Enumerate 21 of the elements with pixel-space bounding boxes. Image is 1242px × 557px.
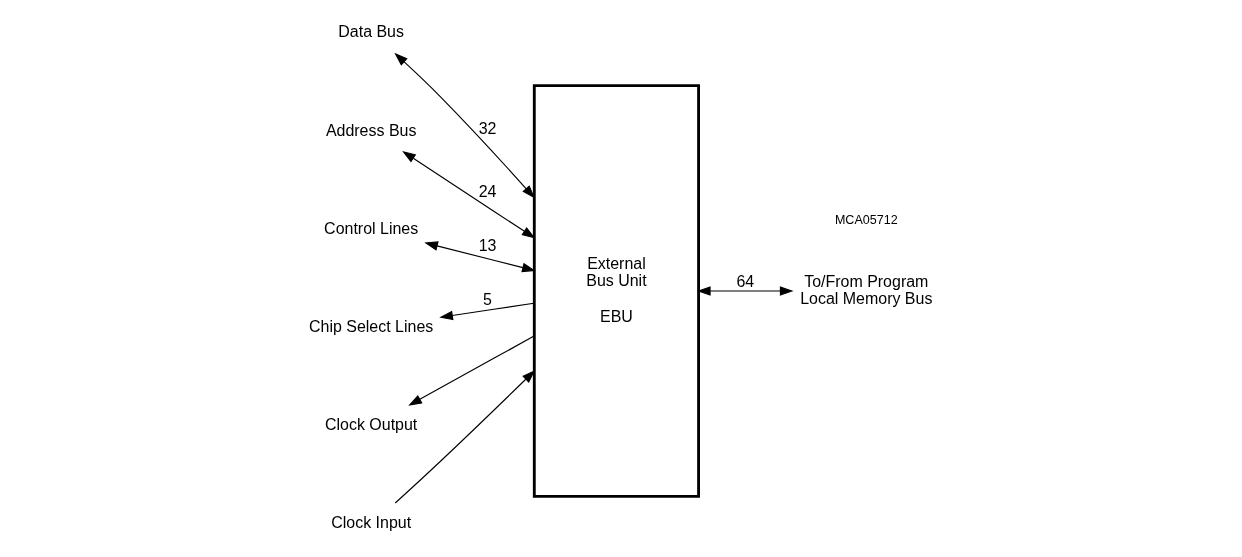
node-text: Control Lines	[324, 219, 419, 237]
arrow	[696, 286, 794, 296]
node-text: Clock Output	[325, 415, 418, 433]
edge-label: 13	[478, 237, 497, 255]
edge-label: 5	[483, 290, 492, 308]
edge-label: 32	[478, 119, 497, 137]
arrow	[439, 302, 535, 321]
node-text: Clock Input	[331, 514, 412, 531]
arrow	[394, 52, 536, 199]
node-text: Chip Select Lines	[309, 317, 434, 335]
edge-label: 24	[478, 182, 497, 200]
node-box: External Bus Unit EBU	[532, 84, 700, 498]
edge-label: 64	[736, 272, 755, 290]
arrow	[402, 150, 536, 239]
arrow	[424, 241, 536, 273]
arrow	[408, 335, 535, 406]
node-text: Address Bus	[325, 121, 417, 139]
label: MCA05712	[834, 212, 898, 227]
arrow	[394, 369, 536, 504]
node-text: To/From Program Local Memory Bus	[800, 272, 933, 307]
node-text: Data Bus	[338, 23, 404, 41]
